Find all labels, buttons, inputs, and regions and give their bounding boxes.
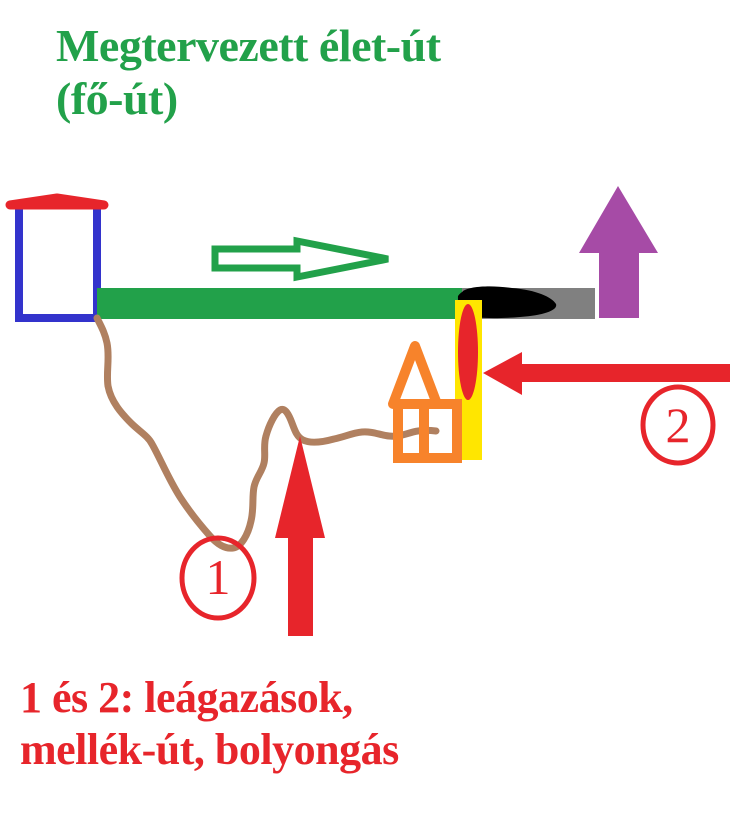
blot-right-lobe	[492, 299, 540, 316]
branch-arrow-two-red	[483, 352, 730, 395]
direction-arrow-green	[211, 236, 389, 282]
branch-arrow-one-red	[275, 436, 325, 636]
building-body-outline	[393, 399, 462, 463]
red-ellipse-marker	[458, 304, 478, 400]
marker-one-circle	[179, 535, 257, 621]
side-building-orange	[388, 341, 462, 463]
marker-one-label: 1	[205, 549, 231, 605]
marker-two-label: 2	[665, 397, 691, 453]
marker-two-circle	[640, 384, 716, 466]
main-road-green	[97, 288, 464, 319]
legend-caption: 1 és 2: leágazások, mellék-út, bolyongás	[20, 673, 399, 774]
building-tower-roof	[388, 341, 442, 409]
wander-path-brown	[93, 314, 440, 552]
goal-arrow-purple	[579, 186, 658, 318]
page-title: Megtervezett élet-út (fő-út)	[56, 20, 441, 124]
house-roof-red	[5, 193, 109, 210]
